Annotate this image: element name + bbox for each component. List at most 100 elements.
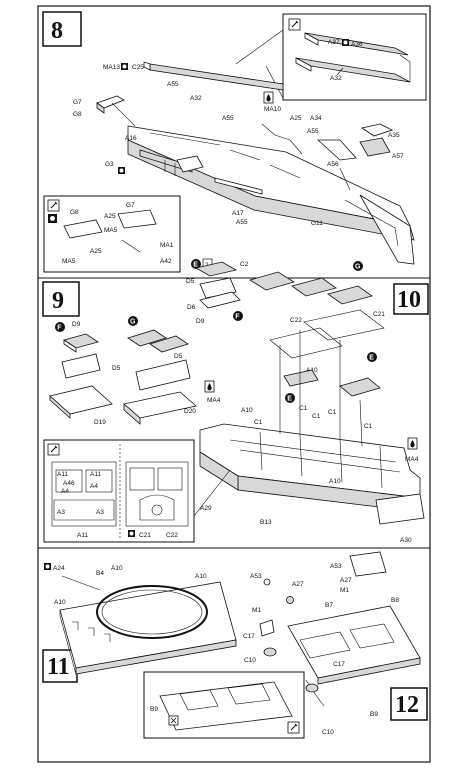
step-8: 8 A37 A36 A32 MA13 C25 A55 A32 xyxy=(42,11,427,273)
label-a53-1: A53 xyxy=(250,573,262,580)
label-c1-4: C1 xyxy=(328,409,337,416)
label-a10-s11-3: A10 xyxy=(54,599,66,606)
label-d9-2: D9 xyxy=(196,318,205,325)
step-12: 12 A53 A27 M1 C17 C10 A53 A27 M1 B7 B8 C… xyxy=(143,551,428,739)
label-a34: A34 xyxy=(310,115,322,122)
label-g3: G3 xyxy=(105,161,114,168)
label-c2: C2 xyxy=(240,261,249,268)
glue-icon xyxy=(47,199,60,212)
label-b8: B8 xyxy=(391,597,399,604)
label-c1-3: C1 xyxy=(312,413,321,420)
label-a53-2: A53 xyxy=(330,563,342,570)
label-ma10: MA10 xyxy=(264,106,281,113)
glue-icon xyxy=(288,18,301,31)
step-9: 9 F D9 D5 D19 G D9 D5 D20 xyxy=(42,281,205,426)
circle-letter-icon: E xyxy=(367,352,377,362)
paint-swatch-icon xyxy=(48,214,57,223)
label-a24: A24 xyxy=(53,565,65,572)
glue-icon xyxy=(287,721,300,734)
paint-swatch-icon xyxy=(342,39,349,46)
label-c22-inset: C22 xyxy=(166,532,178,539)
label-a57: A57 xyxy=(392,153,404,160)
svg-text:E: E xyxy=(193,262,198,269)
label-a3-inset-2: A3 xyxy=(96,509,104,516)
label-a46: A46 xyxy=(63,480,75,487)
label-c21: C21 xyxy=(373,311,385,318)
step-11-number: 11 xyxy=(47,654,70,680)
label-b9-1: B9 xyxy=(370,711,378,718)
label-c17-2: C17 xyxy=(333,661,345,668)
label-b13: B13 xyxy=(260,519,272,526)
paint-swatch-icon xyxy=(118,167,125,174)
step-10-inset: A11 A46 A4 A4 A11 A3 A3 A11 C21 C22 xyxy=(43,439,195,543)
label-c1-1: C1 xyxy=(254,419,263,426)
label-a56: A56 xyxy=(327,161,339,168)
label-ma1: MA1 xyxy=(160,242,174,249)
label-a25-inset-1: A25 xyxy=(104,213,116,220)
label-a25-inset-2: A25 xyxy=(90,248,102,255)
circle-letter-icon: E xyxy=(191,259,201,269)
label-c21-inset: C21 xyxy=(139,532,151,539)
label-c25: C25 xyxy=(132,64,144,71)
label-a42: A42 xyxy=(160,258,172,265)
label-a37: A37 xyxy=(328,39,340,46)
circle-letter-icon: G xyxy=(128,316,138,326)
label-d20: D20 xyxy=(184,408,196,415)
step-8-number: 8 xyxy=(51,18,63,44)
label-c22: C22 xyxy=(290,317,302,324)
label-d6: D6 xyxy=(187,304,196,311)
label-b9-2: B9 xyxy=(150,706,158,713)
label-a3-inset-1: A3 xyxy=(57,509,65,516)
step-10-number: 10 xyxy=(397,287,421,313)
circle-letter-icon: F xyxy=(233,311,243,321)
label-d5-2: D5 xyxy=(174,353,183,360)
label-ma5-inset-2: MA5 xyxy=(62,258,76,265)
label-c1-2: C1 xyxy=(299,405,308,412)
step-12-inset: B9 xyxy=(143,671,305,739)
label-a27-1: A27 xyxy=(292,581,304,588)
label-a32: A32 xyxy=(190,95,202,102)
label-a30: A30 xyxy=(400,537,412,544)
step-12-box xyxy=(390,687,428,721)
label-a10-2: A10 xyxy=(241,407,253,414)
svg-text:E: E xyxy=(287,396,292,403)
label-a10-s11-2: A10 xyxy=(195,573,207,580)
paint-swatch-icon xyxy=(128,530,135,537)
circle-letter-icon: F xyxy=(55,322,65,332)
label-b4: B4 xyxy=(96,570,104,577)
label-a4-inset-1: A4 xyxy=(61,488,69,495)
label-a27-2: A27 xyxy=(340,577,352,584)
label-a10-s11-1: A10 xyxy=(111,565,123,572)
circle-letter-icon: E xyxy=(285,393,295,403)
label-ma5-inset-1: MA5 xyxy=(104,227,118,234)
label-g8-inset: G8 xyxy=(70,209,79,216)
step-11-box xyxy=(42,649,78,683)
label-a16: A16 xyxy=(125,135,137,142)
step-12-number: 12 xyxy=(395,692,419,718)
label-b7: B7 xyxy=(325,602,333,609)
label-a32-inset: A32 xyxy=(330,75,342,82)
label-m1-2: M1 xyxy=(340,587,349,594)
label-a11-inset-3: A11 xyxy=(77,532,88,539)
label-a4-inset-2: A4 xyxy=(90,483,98,490)
paint-drop-icon xyxy=(407,437,418,450)
label-a55-3: A55 xyxy=(307,128,319,135)
part-a16 xyxy=(139,149,193,173)
circle-letter-icon: G xyxy=(353,261,363,271)
label-a25: A25 xyxy=(290,115,302,122)
label-d19: D19 xyxy=(94,419,106,426)
label-a10-3: A10 xyxy=(329,478,341,485)
label-c17-1: C17 xyxy=(243,633,255,640)
label-d9-1: D9 xyxy=(72,321,81,328)
step-10-box xyxy=(393,283,429,315)
step-8-inset-top-right: A37 A36 A32 xyxy=(282,13,427,101)
label-a11-inset-2: A11 xyxy=(90,471,101,478)
step-8-box xyxy=(42,11,82,47)
label-a36: A36 xyxy=(351,41,363,48)
label-g7-inset: G7 xyxy=(126,202,135,209)
label-g8: G8 xyxy=(73,111,82,118)
paint-swatch-icon xyxy=(121,63,128,70)
label-a55-1: A55 xyxy=(167,81,179,88)
label-a11-inset-1: A11 xyxy=(57,471,68,478)
